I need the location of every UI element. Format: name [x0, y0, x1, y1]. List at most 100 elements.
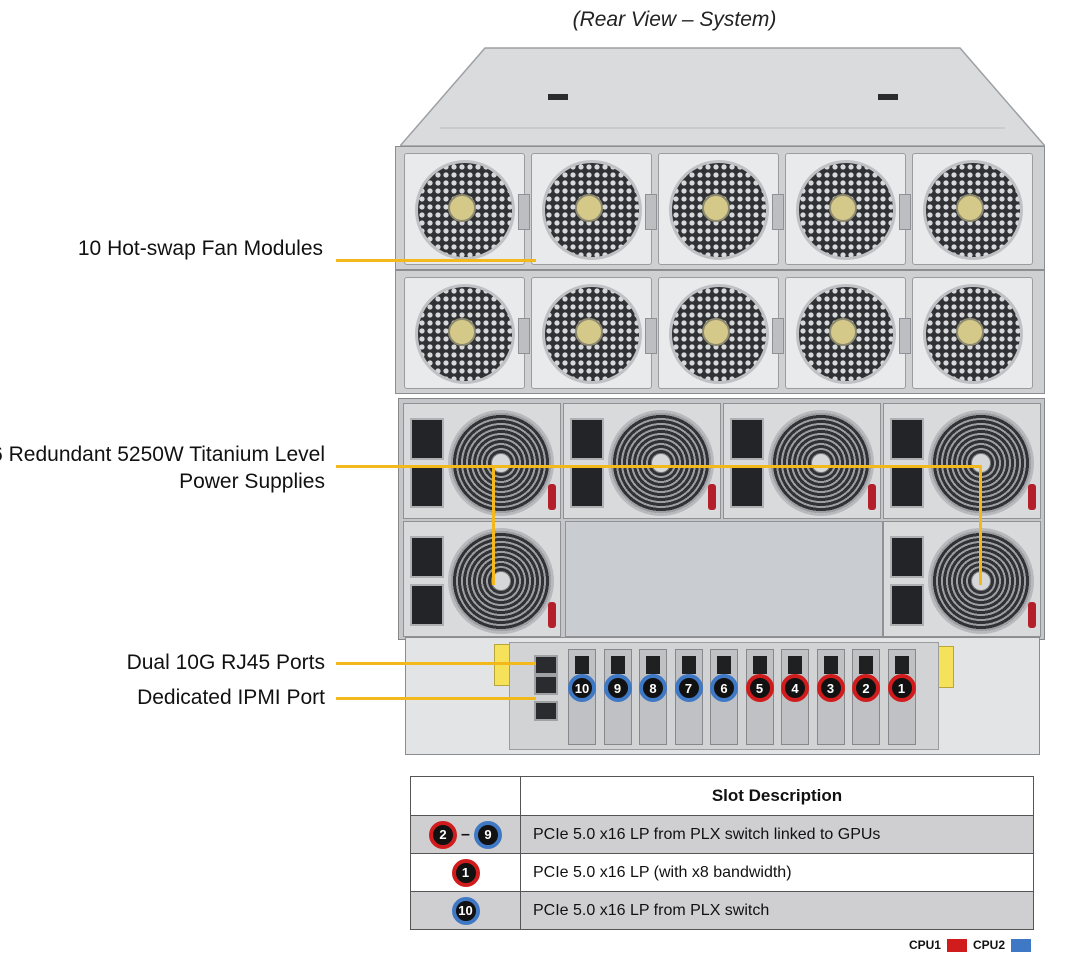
power-inlet — [410, 584, 444, 626]
rj45-port[interactable] — [534, 655, 558, 675]
fan-hub — [575, 194, 603, 222]
fan-latch[interactable] — [518, 194, 530, 230]
slot-number-badge: 1 — [887, 674, 916, 702]
fan-bank-lower — [395, 270, 1045, 394]
power-supply[interactable] — [403, 521, 561, 637]
slot-number-badge: 10 — [568, 674, 596, 702]
psu-fan-hub — [491, 571, 511, 591]
callout-rj45: Dual 10G RJ45 Ports — [126, 651, 325, 674]
rj45-port[interactable] — [534, 675, 558, 695]
slot-number-badge: 6 — [710, 674, 738, 702]
psu-fan-hub — [651, 453, 671, 473]
fan-module[interactable] — [912, 153, 1033, 265]
slot-badge-label: 10 — [451, 896, 480, 925]
psu-fan — [448, 528, 554, 634]
fan-module[interactable] — [404, 277, 530, 389]
slot-badge: 1 — [451, 858, 480, 887]
fan-hub — [702, 194, 730, 222]
fan-module[interactable] — [658, 153, 784, 265]
leader-line-ipmi — [336, 697, 536, 700]
fan-module[interactable] — [531, 153, 657, 265]
table-row: 10 PCIe 5.0 x16 LP from PLX switch — [410, 891, 1034, 930]
power-inlet — [890, 536, 924, 578]
power-inlet — [890, 584, 924, 626]
chassis-top — [400, 47, 1045, 146]
psu-fan-hub — [491, 453, 511, 473]
psu-handle[interactable] — [708, 484, 716, 510]
fan-module[interactable] — [785, 153, 911, 265]
power-supply[interactable] — [723, 403, 881, 519]
psu-handle[interactable] — [548, 484, 556, 510]
power-inlet — [730, 466, 764, 508]
fan-module[interactable] — [404, 153, 530, 265]
fan-latch[interactable] — [772, 318, 784, 354]
leader-line-rj45 — [336, 662, 536, 665]
callout-ipmi: Dedicated IPMI Port — [137, 686, 325, 709]
fan-latch[interactable] — [645, 194, 657, 230]
slot-badge: 2 — [429, 820, 458, 849]
power-supply[interactable] — [563, 403, 721, 519]
leader-line-fans — [336, 259, 536, 262]
psu-handle[interactable] — [868, 484, 876, 510]
fan-hub — [956, 194, 984, 222]
fan-latch[interactable] — [772, 194, 784, 230]
callout-power: 6 Redundant 5250W Titanium Level Power S… — [0, 443, 325, 493]
legend-cpu2-swatch — [1011, 938, 1031, 952]
slot-badge: 9 — [473, 820, 502, 849]
table-header-row: Slot Description — [410, 776, 1034, 816]
power-inlet — [410, 536, 444, 578]
psu-fan — [448, 410, 554, 516]
table-header-empty — [410, 776, 521, 816]
leader-line-power — [336, 465, 982, 468]
fan-latch[interactable] — [899, 318, 911, 354]
table-description: PCIe 5.0 x16 LP from PLX switch — [520, 891, 1034, 930]
fan-module[interactable] — [658, 277, 784, 389]
fan-hub — [702, 318, 730, 346]
power-inlet — [890, 466, 924, 508]
fan-latch[interactable] — [899, 194, 911, 230]
leader-line-power-drop — [979, 465, 982, 585]
table-badge-cell: 10 — [410, 891, 521, 930]
slot-number-badge: 2 — [852, 674, 880, 702]
slot-number-badge: 8 — [639, 674, 667, 702]
power-inlet — [570, 418, 604, 460]
release-tab[interactable] — [494, 644, 510, 686]
power-inlet — [410, 418, 444, 460]
slot-badge-label: 1 — [451, 858, 480, 887]
power-supply[interactable] — [883, 403, 1041, 519]
slot-badge-label: 9 — [473, 820, 502, 849]
power-supply[interactable] — [883, 521, 1041, 637]
fan-latch[interactable] — [518, 318, 530, 354]
psu-fan — [768, 410, 874, 516]
power-supply[interactable] — [403, 403, 561, 519]
fan-module[interactable] — [785, 277, 911, 389]
leader-line-power-drop — [492, 465, 495, 585]
fan-hub — [448, 318, 476, 346]
fan-hub — [575, 318, 603, 346]
fan-hub — [956, 318, 984, 346]
range-separator: – — [461, 825, 470, 843]
callout-fans: 10 Hot-swap Fan Modules — [77, 237, 323, 260]
fan-bank-upper — [395, 146, 1045, 270]
psu-handle[interactable] — [1028, 484, 1036, 510]
slot-badge-label: 2 — [429, 820, 458, 849]
power-inlet — [890, 418, 924, 460]
slot-badge: 10 — [451, 896, 480, 925]
psu-handle[interactable] — [1028, 602, 1036, 628]
cpu-legend: CPU1 CPU2 — [909, 938, 1031, 952]
psu-fan-hub — [811, 453, 831, 473]
ipmi-port[interactable] — [534, 701, 558, 721]
power-inlet — [730, 418, 764, 460]
fan-hub — [829, 194, 857, 222]
table-header: Slot Description — [520, 776, 1034, 816]
table-description: PCIe 5.0 x16 LP (with x8 bandwidth) — [520, 853, 1034, 892]
release-tab[interactable] — [938, 646, 954, 688]
fan-module[interactable] — [531, 277, 657, 389]
fan-latch[interactable] — [645, 318, 657, 354]
fan-module[interactable] — [912, 277, 1033, 389]
psu-handle[interactable] — [548, 602, 556, 628]
slot-number-badge: 7 — [674, 674, 703, 702]
slot-number-badge: 4 — [781, 674, 809, 702]
